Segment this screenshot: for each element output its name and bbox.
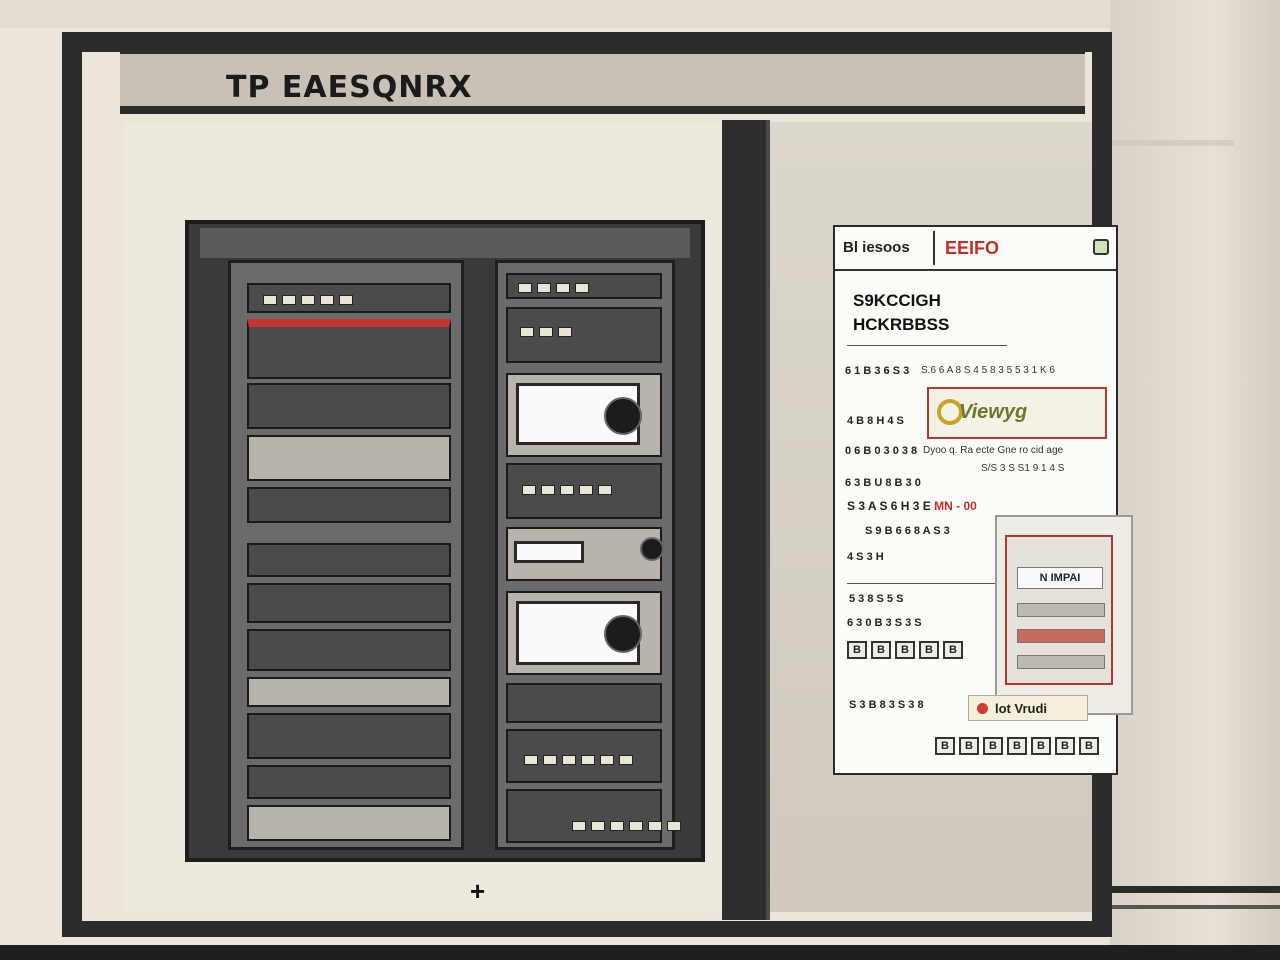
sheet-header: Bl iesoos EEIFO [835, 227, 1116, 271]
spec-row-label: 6 3 0 B 3 S 3 S [847, 617, 922, 629]
spec-row-value: Dyoo q. Ra ecte Gne ro cid age [923, 445, 1064, 456]
status-badge-label: lot Vrudi [995, 701, 1047, 716]
icon-button-group: B B B B B B B [935, 737, 1099, 755]
rack-unit[interactable] [247, 543, 451, 577]
preview-frame: N IMPAI [1005, 535, 1113, 685]
crosshair-icon: + [470, 876, 486, 906]
rack-unit[interactable] [247, 805, 451, 841]
rack-unit[interactable] [247, 435, 451, 481]
floor-line [1090, 886, 1280, 893]
knob-icon[interactable] [604, 615, 642, 653]
rack-unit[interactable] [506, 789, 681, 843]
sheet-title: S9KCCIGH HCKRBBSS [853, 289, 949, 337]
wall-right [1110, 0, 1280, 960]
toolbar-button-icon[interactable]: B [895, 641, 915, 659]
toolbar-button-icon[interactable]: B [919, 641, 939, 659]
toolbar-button-icon[interactable]: B [983, 737, 1003, 755]
rack-unit[interactable] [506, 273, 662, 299]
rack-unit[interactable] [247, 765, 451, 799]
toolbar-button-icon[interactable]: B [1007, 737, 1027, 755]
rack-unit[interactable] [247, 583, 451, 623]
chart-logo-icon [937, 399, 963, 425]
icon-button-group: B B B B B [847, 641, 963, 659]
warning-prefix: S 3 A S 6 H 3 E [847, 499, 931, 513]
rack-unit[interactable] [247, 629, 451, 671]
rack-small-display [514, 541, 584, 563]
frame-mullion [722, 120, 770, 920]
spec-row-label: 5 3 8 S 5 S [849, 593, 904, 605]
preview-bar [1017, 603, 1105, 617]
rack-unit[interactable] [506, 307, 662, 363]
led-indicators [522, 485, 612, 495]
toolbar-button-icon[interactable]: B [1055, 737, 1075, 755]
knob-icon[interactable] [604, 397, 642, 435]
sheet-tab-secondary[interactable]: EEIFO [933, 231, 1073, 265]
rack-display-unit[interactable] [506, 591, 662, 675]
led-indicators [524, 755, 633, 765]
toolbar-button-icon[interactable]: B [847, 641, 867, 659]
chart-thumbnail[interactable]: Viewyg [927, 387, 1107, 439]
preview-bar [1017, 629, 1105, 643]
spec-row-value: S.6 6 A 8 S 4 5 8 3 5 5 3 1 K 6 [921, 365, 1055, 376]
spec-row-label: 4 B 8 H 4 S [847, 415, 904, 427]
led-indicators [520, 327, 572, 337]
rack-unit[interactable] [506, 729, 662, 783]
rack-unit[interactable] [247, 487, 451, 523]
sign-title: TP EAESQNRX [226, 70, 473, 105]
spec-row-label: S 3 B 8 3 S 3 8 [849, 699, 924, 711]
divider [847, 345, 1007, 346]
rack-top-panel [200, 228, 690, 258]
floor-edge [0, 945, 1280, 960]
rack-unit[interactable] [247, 319, 451, 379]
rack-unit[interactable] [506, 683, 662, 723]
rack-display-unit[interactable] [506, 373, 662, 457]
rack-unit[interactable] [506, 463, 662, 519]
rack-unit[interactable] [247, 383, 451, 429]
toolbar-button-icon[interactable]: B [871, 641, 891, 659]
led-indicators [263, 295, 353, 305]
spec-row-label: S 9 B 6 6 8 A S 3 [865, 525, 950, 537]
status-badge[interactable]: lot Vrudi [968, 695, 1088, 721]
settings-icon[interactable] [1093, 239, 1109, 255]
frame-header [120, 48, 1085, 114]
toolbar-button-icon[interactable]: B [1031, 737, 1051, 755]
spec-row-label: 6 1 B 3 6 S 3 [845, 365, 910, 377]
led-indicators [572, 821, 681, 831]
toolbar-button-icon[interactable]: B [943, 641, 963, 659]
spec-row-label: 4 S 3 H [847, 551, 884, 563]
preview-card[interactable]: N IMPAI [995, 515, 1133, 715]
rack-unit[interactable] [247, 713, 451, 759]
spec-row-value: S/S 3 S S1 9 1 4 S [981, 463, 1065, 474]
sheet-tab-primary[interactable]: Bl iesoos [843, 239, 910, 256]
chart-caption: Viewyg [959, 401, 1028, 423]
status-dot-icon [977, 703, 988, 714]
led-indicators [518, 283, 589, 293]
toolbar-button-icon[interactable]: B [1079, 737, 1099, 755]
warning-accent: MN - 00 [934, 499, 977, 513]
preview-label: N IMPAI [1017, 567, 1103, 589]
rack-column-left [228, 260, 464, 850]
warning-line: S 3 A S 6 H 3 E MN - 00 [847, 499, 977, 513]
rack-unit[interactable] [247, 677, 451, 707]
sheet-title-line-2: HCKRBBSS [853, 315, 950, 334]
sheet-title-line-1: S9KCCIGH [853, 291, 941, 310]
floor-line-secondary [1110, 905, 1280, 909]
rack-unit[interactable] [247, 283, 451, 313]
toolbar-button-icon[interactable]: B [935, 737, 955, 755]
preview-bar [1017, 655, 1105, 669]
toolbar-button-icon[interactable]: B [959, 737, 979, 755]
spec-row-label: 6 3 B U 8 B 3 0 [845, 477, 921, 489]
spec-row-label: 0 6 B 0 3 0 3 8 [845, 445, 918, 457]
rack-unit[interactable] [506, 527, 664, 581]
rack-column-right [495, 260, 681, 850]
wall-top [0, 0, 1280, 28]
divider [847, 583, 997, 584]
knob-icon[interactable] [640, 537, 664, 561]
